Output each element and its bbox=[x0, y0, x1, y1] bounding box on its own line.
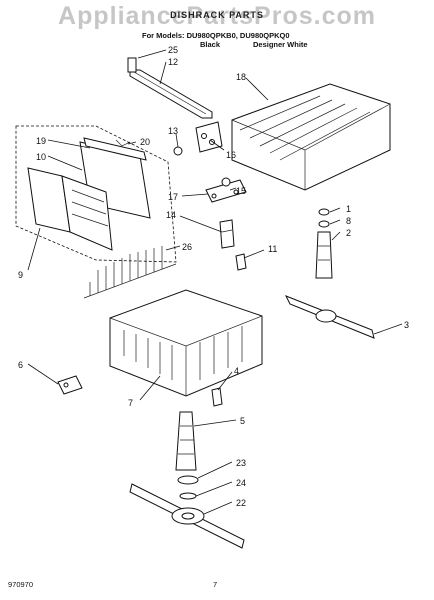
callout-17: 17 bbox=[168, 192, 178, 202]
watermark: AppliancePartsPros.com bbox=[58, 2, 376, 30]
callout-20: 20 bbox=[140, 137, 150, 147]
callout-5: 5 bbox=[240, 416, 245, 426]
callout-12: 12 bbox=[168, 57, 178, 67]
lower-spray-arm-part-22 bbox=[129, 483, 245, 549]
leader-lines bbox=[27, 49, 403, 515]
callout-2: 2 bbox=[346, 228, 351, 238]
clip-part-14 bbox=[219, 219, 235, 249]
rail-part-12 bbox=[127, 57, 213, 119]
callout-8: 8 bbox=[346, 216, 351, 226]
callout-labels: 25 12 18 13 16 19 20 10 17 15 14 1 8 2 1… bbox=[18, 45, 409, 508]
callout-6: 6 bbox=[18, 360, 23, 370]
bracket-part-16 bbox=[173, 121, 223, 156]
callout-15: 15 bbox=[236, 186, 246, 196]
washer-part-24 bbox=[179, 492, 197, 500]
callout-16: 16 bbox=[226, 150, 236, 160]
clip-part-11 bbox=[235, 253, 247, 271]
callout-9: 9 bbox=[18, 270, 23, 280]
clip-part-4 bbox=[211, 387, 223, 407]
lower-rack-part-7 bbox=[109, 289, 263, 397]
callout-22: 22 bbox=[236, 498, 246, 508]
callout-19: 19 bbox=[36, 136, 46, 146]
callout-4: 4 bbox=[234, 366, 239, 376]
callout-24: 24 bbox=[236, 478, 246, 488]
callout-25: 25 bbox=[168, 45, 178, 55]
callout-1: 1 bbox=[346, 204, 351, 214]
feed-tube-part-5 bbox=[175, 411, 197, 471]
upper-spray-arm-part-3 bbox=[284, 295, 375, 339]
diagram-title: DISHRACK PARTS bbox=[170, 10, 264, 20]
models-line: For Models: DU980QPKB0, DU980QPKQ0 bbox=[142, 31, 290, 40]
callout-23: 23 bbox=[236, 458, 246, 468]
color-black: Black bbox=[200, 40, 221, 49]
basket-holder-part-9 bbox=[27, 167, 113, 251]
callout-14: 14 bbox=[166, 210, 176, 220]
footer-code: 970970 bbox=[8, 580, 34, 589]
spray-stack-parts-1-8-2 bbox=[315, 208, 333, 279]
callout-11: 11 bbox=[268, 244, 277, 254]
wash-arm-mount-part-15 bbox=[205, 177, 247, 203]
callout-7: 7 bbox=[128, 398, 133, 408]
color-white: Designer White bbox=[253, 40, 308, 49]
washer-part-23 bbox=[177, 475, 199, 485]
bracket-part-6 bbox=[57, 375, 83, 395]
callout-13: 13 bbox=[168, 126, 178, 136]
tine-row-part-26 bbox=[83, 246, 177, 299]
callout-10: 10 bbox=[36, 152, 46, 162]
upper-rack-part-18 bbox=[231, 83, 391, 191]
callout-26: 26 bbox=[182, 242, 192, 252]
callout-18: 18 bbox=[236, 72, 246, 82]
page-number: 7 bbox=[213, 580, 218, 589]
callout-3: 3 bbox=[404, 320, 409, 330]
